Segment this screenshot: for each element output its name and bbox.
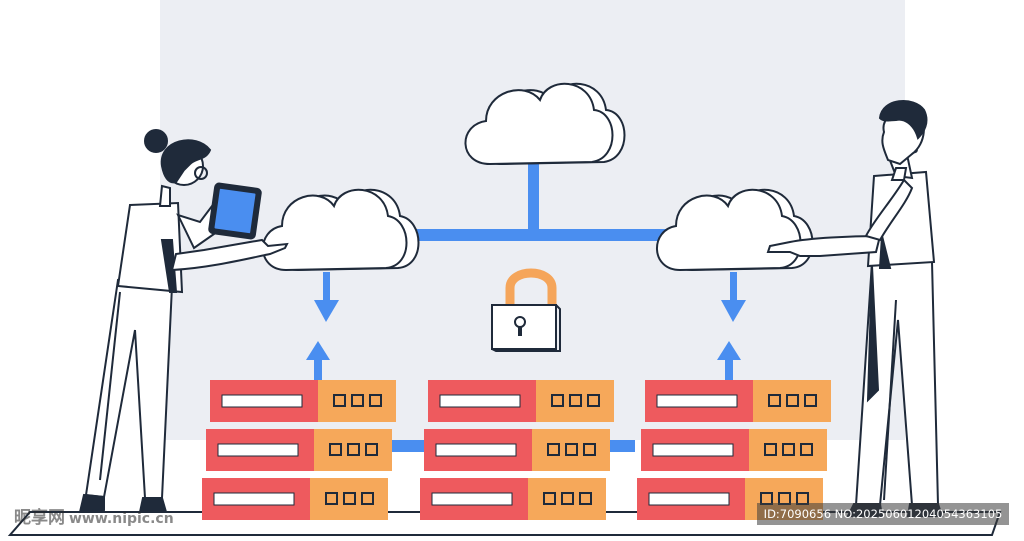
tablet-icon [208,182,262,240]
server-racks [202,380,831,520]
cloud-icon [262,188,420,272]
woman-with-tablet [78,129,289,514]
server-rack-icon [420,380,614,520]
server-unit [202,478,388,520]
server-unit [428,380,614,422]
arrow-down-icon [314,272,339,322]
server-rack-icon [202,380,396,520]
server-unit [645,380,831,422]
arrow-up-icon [306,341,330,384]
server-unit [210,380,396,422]
server-unit [206,429,392,471]
server-unit [420,478,606,520]
server-unit [641,429,827,471]
arrow-down-icon [721,272,746,322]
man-with-phone [766,99,944,517]
server-rack-icon [637,380,831,520]
image-id-watermark: ID:7090656 NO:20250601204054363105 [757,503,1009,525]
arrow-up-icon [717,341,741,384]
site-name: 昵享网 [14,508,65,528]
server-unit [424,429,610,471]
padlock-icon [491,268,561,352]
cloud-icon [464,82,626,166]
site-url: www.nipic.cn [69,511,174,527]
